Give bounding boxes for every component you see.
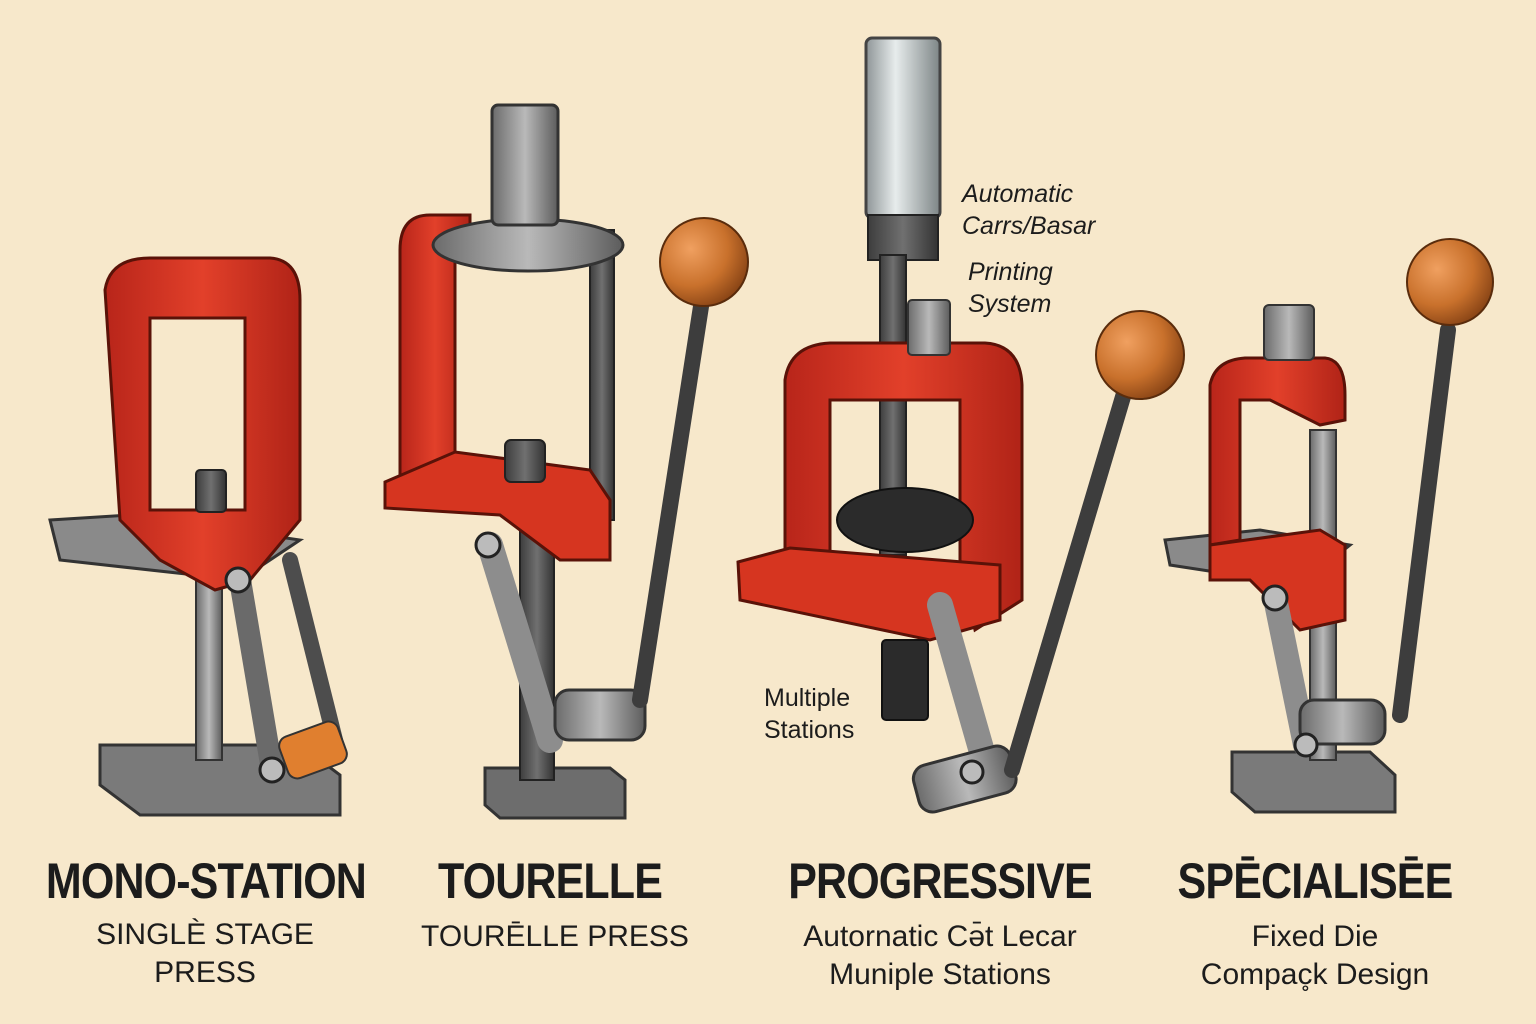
lever-knob: [1095, 310, 1185, 400]
pivot-bolt-2: [1293, 732, 1319, 758]
pivot-bolt: [224, 566, 252, 594]
lever-knob: [659, 217, 749, 307]
subtitle-line: Autornatic Cə̄t Lecar: [803, 920, 1077, 953]
shell-plate: [836, 487, 974, 553]
die-top: [907, 299, 951, 356]
annotation-line: Automatic: [962, 180, 1074, 208]
lever-hinge: [1298, 698, 1387, 746]
lever-knob: [1406, 238, 1494, 326]
pivot-bolt-2: [258, 756, 286, 784]
lever: [1004, 382, 1133, 778]
frame: [398, 213, 472, 482]
ram: [504, 439, 546, 483]
press-title-progressive: PROGRESSIVE: [788, 853, 1092, 909]
pivot-bolt: [1261, 584, 1289, 612]
column: [195, 569, 223, 761]
annotation-line: Multiple: [764, 684, 851, 712]
press-subtitle-tourelle: TOURĒLLE PRESS: [400, 918, 710, 956]
link: [229, 569, 283, 781]
lever-sleeve: [278, 720, 348, 780]
press-subtitle-progressive: Autornatic Cə̄t Lecar Muniple Stations: [760, 918, 1120, 994]
ram: [195, 469, 227, 513]
press-title-tourelle: TOURELLE: [437, 853, 663, 909]
turret-head: [490, 103, 560, 227]
lever-hinge: [553, 688, 647, 742]
annotation-line: Carrs/Basar: [962, 212, 1096, 240]
subtitle-line: SINGLÈ STAGE: [96, 918, 314, 951]
frame-base: [736, 546, 1002, 642]
link: [477, 532, 563, 753]
die-top: [1263, 304, 1315, 361]
printing-annotation: Printing System: [968, 256, 1053, 320]
subtitle-line: PRESS: [154, 956, 256, 989]
frame-base: [383, 450, 612, 562]
pivot-bolt: [474, 531, 502, 559]
press-subtitle-mono-station: SINGLÈ STAGE PRESS: [40, 916, 370, 992]
automatic-annotation: Automatic Carrs/Basar: [962, 178, 1095, 242]
link-2: [282, 552, 343, 748]
subtitle-line: Fixed Die: [1251, 920, 1379, 953]
annotation-line: System: [968, 290, 1052, 318]
pivot-bolt: [959, 759, 985, 785]
frame: [103, 256, 302, 592]
turret-disc: [431, 217, 625, 273]
subtitle-line: TOURĒLLE PRESS: [421, 920, 689, 953]
base-plate: [1230, 750, 1397, 814]
frame-base: [1208, 528, 1347, 632]
mono-station-press: [48, 256, 348, 817]
case-feeder: [881, 639, 929, 721]
multiple-stations-annotation: Multiple Stations: [764, 682, 854, 746]
specialisee-press: [1163, 238, 1494, 814]
press-subtitle-specialisee: Fixed Die Compac̥k Design: [1150, 918, 1480, 994]
progressive-press: [736, 36, 1185, 814]
lever: [1392, 322, 1456, 723]
powder-tube: [864, 36, 942, 220]
subtitle-line: Compac̥k Design: [1200, 958, 1430, 991]
annotation-line: Printing: [968, 258, 1053, 286]
powder-base: [867, 214, 939, 261]
frame: [1208, 356, 1347, 547]
tourelle-press: [383, 103, 749, 820]
subtitle-line: Muniple Stations: [829, 958, 1051, 991]
press-title-specialisee: SPĒCIALISĒE: [1177, 853, 1454, 909]
annotation-line: Stations: [764, 716, 855, 744]
press-title-mono-station: MONO-STATION: [45, 853, 367, 909]
lever: [632, 292, 710, 708]
